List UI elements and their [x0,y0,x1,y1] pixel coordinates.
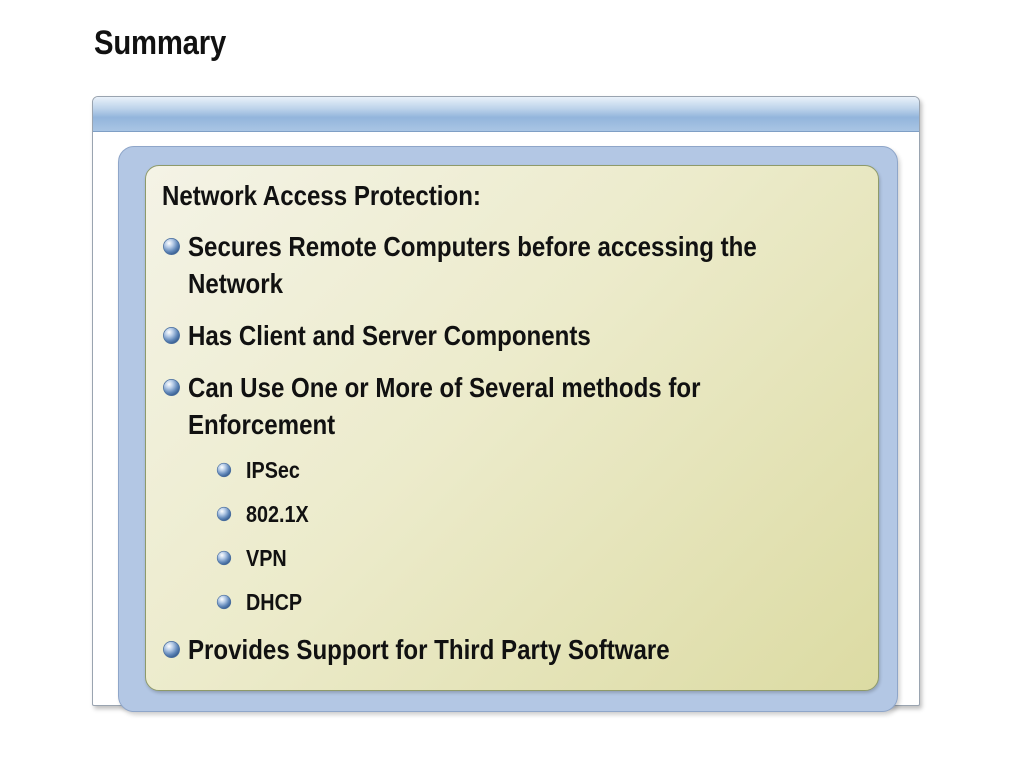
page-title: Summary [94,24,227,62]
sub-list-item-text: 802.1X [246,501,309,527]
sphere-bullet-icon [216,550,232,566]
content-inner: Network Access Protection: Secures Remot… [162,178,864,683]
list-item-text: Provides Support for Third Party Softwar… [188,634,670,665]
list-item: Provides Support for Third Party Softwar… [162,631,864,668]
sphere-bullet-icon [216,506,232,522]
sub-list-item-text: VPN [246,545,287,571]
sub-list-item-text: IPSec [246,457,300,483]
content-box: Network Access Protection: Secures Remot… [145,165,879,691]
content-heading: Network Access Protection: [162,180,481,211]
sub-list-item: IPSec [162,455,864,485]
frame-header-bar [93,97,919,132]
list-item: Has Client and Server Components [162,317,864,354]
list-item-text: Secures Remote Computers before accessin… [188,231,757,299]
sub-list-item-text: DHCP [246,589,303,615]
list-item: Secures Remote Computers before accessin… [162,228,864,302]
sphere-bullet-icon [216,594,232,610]
sphere-bullet-icon [163,379,180,396]
sphere-bullet-icon [163,641,180,658]
sub-list-item: 802.1X [162,499,864,529]
list-item-text: Can Use One or More of Several methods f… [188,372,701,440]
list-item-text: Has Client and Server Components [188,320,591,351]
sub-list-item: VPN [162,543,864,573]
sphere-bullet-icon [163,327,180,344]
sub-list-item: DHCP [162,587,864,617]
list-item: Can Use One or More of Several methods f… [162,369,864,443]
sphere-bullet-icon [163,238,180,255]
sphere-bullet-icon [216,462,232,478]
